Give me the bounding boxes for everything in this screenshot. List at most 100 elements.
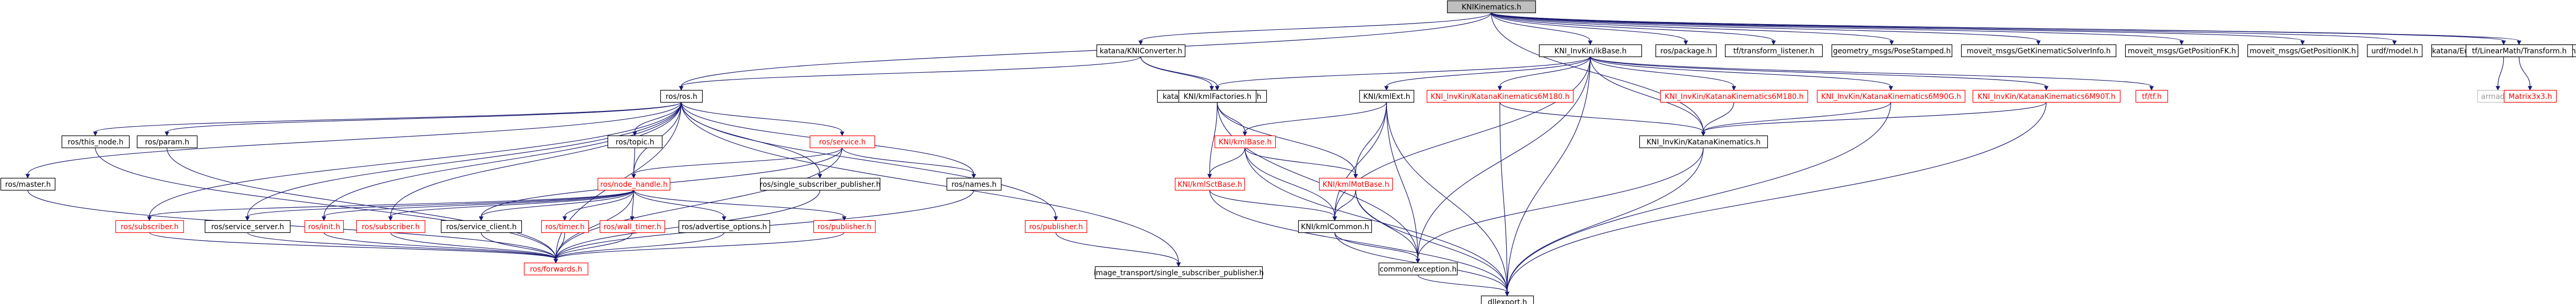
node-matrix3x3[interactable]: Matrix3x3.h (2503, 89, 2557, 103)
node-rosinit[interactable]: ros/init.h (304, 220, 344, 233)
edge-rosros-to-rosserviceserver (247, 102, 682, 217)
node-label: moveit_msgs/GetPositionIK.h (2249, 47, 2356, 55)
node-label: ros/advertise_options.h (682, 223, 767, 231)
edge-arrowhead (679, 86, 684, 91)
node-ikm90t[interactable]: KNI_InvKin/KatanaKinematics6M90T.h (1972, 89, 2121, 103)
edge-arrowhead (388, 216, 393, 221)
node-tfh[interactable]: tf/tf.h (2135, 89, 2169, 103)
edge-arrowhead (1731, 86, 1736, 91)
node-geomposestamped[interactable]: geometry_msgs/PoseStamped.h (1831, 44, 1953, 58)
node-moveitposik[interactable]: moveit_msgs/GetPositionIK.h (2247, 44, 2359, 58)
node-label: KNI_InvKin/ikBase.h (1554, 47, 1626, 55)
node-rossubscriber2[interactable]: ros/subscriber.h (356, 220, 426, 233)
node-tflinearmath[interactable]: tf/LinearMath/Transform.h (2465, 44, 2573, 58)
node-rosforwards[interactable]: ros/forwards.h (523, 262, 589, 276)
node-katanakin[interactable]: KNI_InvKin/KatanaKinematics.h (1639, 135, 1768, 149)
node-ikm180[interactable]: KNI_InvKin/KatanaKinematics6M180.h (1426, 89, 1574, 103)
node-rosnodehandle[interactable]: ros/node_handle.h (597, 177, 671, 191)
edge-root-to-rospackage (1490, 12, 1686, 41)
node-moveitsolverinfo[interactable]: moveit_msgs/GetKinematicSolverInfo.h (1961, 44, 2117, 58)
node-ikm1802[interactable]: KNI_InvKin/KatanaKinematics6M180.h (1660, 89, 1809, 103)
edge-kmlbase-to-kmlcommon (1244, 147, 1335, 217)
node-box (1831, 44, 1953, 58)
edge-rosparam-to-rosforwards (166, 147, 556, 260)
edge-ikm1802-to-katanakin (1703, 102, 1734, 132)
edge-root-to-tflinearmath (1490, 12, 2520, 41)
node-tflistener[interactable]: tf/transform_listener.h (1724, 44, 1823, 58)
edge-arrowhead (1138, 40, 1143, 46)
node-kmlmotbase[interactable]: KNI/kmlMotBase.h (1319, 177, 1393, 191)
node-label: ros/subscriber.h (121, 223, 179, 231)
edge-ikbase-to-kmlcommon (1334, 56, 1591, 217)
node-rosros[interactable]: ros/ros.h (660, 89, 703, 103)
node-kmlsctbase[interactable]: KNI/kmlSctBase.h (1174, 177, 1245, 191)
node-rostimer[interactable]: ros/timer.h (541, 220, 589, 233)
node-rosserviceclient[interactable]: ros/service_client.h (440, 220, 522, 233)
node-label: KNI_InvKin/KatanaKinematics6M90G.h (1821, 93, 1961, 101)
edge-rosnodehandle-to-rosinit (323, 189, 634, 217)
node-rosnames[interactable]: ros/names.h (946, 177, 1002, 191)
node-label: ros/node_handle.h (600, 181, 668, 189)
node-ikbase[interactable]: KNI_InvKin/ikBase.h (1538, 44, 1642, 58)
node-rospackage[interactable]: ros/package.h (1655, 44, 1717, 58)
node-box (1178, 89, 1257, 103)
node-label: common/exception.h (1380, 265, 1456, 274)
edge-arrowhead (1771, 40, 1776, 46)
edge-ikbase-to-katanakin (1590, 56, 1704, 132)
node-box (2503, 89, 2557, 103)
node-box (440, 220, 522, 233)
node-rosservice[interactable]: ros/service.h (809, 135, 876, 149)
edge-rosserviceserver-to-rosforwards (247, 232, 556, 260)
edge-kmlmotbase-to-dllexport (1355, 189, 1508, 292)
node-kmlext[interactable]: KNI/kmlExt.h (1359, 89, 1415, 103)
edge-arrowhead (2300, 40, 2305, 46)
node-ikm90g[interactable]: KNI_InvKin/KatanaKinematics6M90G.h (1816, 89, 1966, 103)
node-label: ros/publisher.h (818, 223, 871, 231)
edge-arrowhead (631, 174, 636, 179)
edge-ikbase-to-kmlfactories (1217, 56, 1591, 87)
edge-rosros-to-rosparam (166, 102, 682, 132)
node-root[interactable]: KNIKinematics.h (1447, 0, 1536, 14)
node-moveitposfk[interactable]: moveit_msgs/GetPositionFK.h (2125, 44, 2239, 58)
node-rossubscriber[interactable]: ros/subscriber.h (115, 220, 184, 233)
node-rosmaster[interactable]: ros/master.h (0, 177, 56, 191)
node-box (1538, 44, 1642, 58)
edge-rosservice-to-rosnodehandle (633, 147, 843, 175)
edge-kmlfactories-to-commonexc (1217, 102, 1418, 260)
edge-rossubscriber-to-rosforwards (149, 232, 556, 260)
node-rospublisher[interactable]: ros/publisher.h (813, 220, 876, 233)
node-rostopic[interactable]: ros/topic.h (607, 135, 663, 149)
node-kmlfactories[interactable]: KNI/kmlFactories.h (1178, 89, 1257, 103)
node-dllexport[interactable]: dllexport.h (1481, 295, 1534, 304)
node-imagetransport[interactable]: image_transport/single_subscriber_publis… (1094, 266, 1264, 279)
edge-arrowhead (1415, 258, 1420, 264)
node-kmlbase[interactable]: KNI/kmlBase.h (1214, 135, 1276, 149)
edge-kmlext-to-kmlcommon (1334, 102, 1387, 217)
node-commonexc[interactable]: common/exception.h (1378, 262, 1458, 276)
node-rosparam[interactable]: ros/param.h (136, 135, 198, 149)
node-rospublisher2[interactable]: ros/publisher.h (1024, 220, 1088, 233)
node-roswalltimer[interactable]: ros/wall_timer.h (599, 220, 666, 233)
node-label: image_transport/single_subscriber_publis… (1094, 269, 1264, 277)
node-rosthisnode[interactable]: ros/this_node.h (61, 135, 130, 149)
edge-rosnodehandle-to-rosserviceserver (247, 189, 634, 217)
node-kmlcommon[interactable]: KNI/kmlCommon.h (1298, 220, 1372, 233)
edge-rosros-to-rossubscriber (149, 102, 682, 217)
node-box (2125, 44, 2239, 58)
node-box (607, 135, 663, 149)
node-rosadvertise[interactable]: ros/advertise_options.h (678, 220, 771, 233)
node-rossinglepub[interactable]: ros/single_subscriber_publisher.h (760, 177, 881, 191)
edge-ikbase-to-ikm90t (1590, 56, 2047, 87)
edge-kmlext-to-kmlbase (1244, 102, 1387, 132)
node-katanaconv[interactable]: katana/KNIConverter.h (1096, 44, 1186, 58)
node-label: ros/service_client.h (446, 223, 517, 231)
node-rosserviceserver[interactable]: ros/service_server.h (204, 220, 291, 233)
node-label: dllexport.h (1488, 298, 1527, 304)
node-label: KNI/kmlFactories.h (1183, 93, 1251, 101)
node-box (678, 220, 771, 233)
node-urdfmodel[interactable]: urdf/model.h (2367, 44, 2423, 58)
node-box (946, 177, 1002, 191)
node-box (356, 220, 426, 233)
edge-arrowhead (245, 216, 250, 221)
edge-arrowhead (147, 216, 152, 221)
